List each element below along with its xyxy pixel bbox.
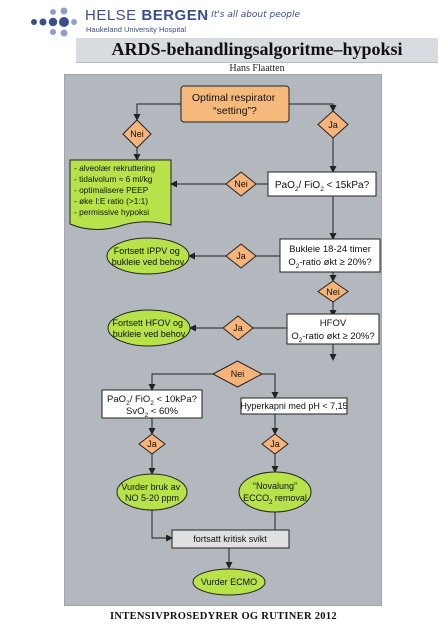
- footer: INTENSIVPROSEDYRER OG RUTINER 2012: [110, 611, 337, 622]
- title-bar: ARDS-behandlingsalgoritme–hypoksi: [76, 38, 438, 63]
- intervention-3: - optimalisere PEEP: [74, 185, 149, 195]
- nei-label: Nei: [130, 129, 144, 139]
- r4-text-b: removal: [272, 493, 307, 503]
- svg-text:PaO2/ FiO2 < 15kPa?: PaO2/ FiO2 < 15kPa?: [275, 180, 370, 193]
- svg-text:Bukleie 18-24 timer: Bukleie 18-24 timer: [289, 244, 371, 255]
- nei-label: Nei: [234, 179, 248, 189]
- q2-sub: 2: [296, 263, 300, 270]
- intervention-5: - permissive hypoksi: [74, 207, 149, 217]
- start-line-2: “setting”?: [213, 105, 257, 117]
- svg-text:PaO2/ FiO2 < 10kPa?: PaO2/ FiO2 < 10kPa?: [107, 394, 197, 407]
- nei-diamond: [225, 171, 257, 197]
- author: Hans Flaatten: [229, 63, 285, 74]
- brand-prefix: HELSE: [85, 7, 137, 24]
- decision-hyperkapni: [240, 397, 348, 415]
- brand-name: HELSE BERGEN: [85, 7, 209, 24]
- ja-diamond: [317, 110, 349, 139]
- q1-text-c: < 15kPa?: [324, 180, 370, 191]
- interventions-box: [69, 159, 172, 230]
- q4-line2-a: SvO: [126, 406, 144, 417]
- q1-sub2: 2: [320, 186, 324, 193]
- ja-label: Ja: [270, 439, 280, 449]
- r2-line-2: bukleie ved behov: [113, 329, 186, 339]
- brand-logo-dots: [31, 7, 77, 37]
- svg-text:SvO2 < 60%: SvO2 < 60%: [126, 406, 179, 419]
- brand-tagline: - It's all about people: [205, 10, 301, 20]
- intervention-4: - øke I:E ratio (>1:1): [74, 196, 148, 206]
- r3-line-2: NO 5-20 ppm: [125, 493, 179, 503]
- nei-label: Nei: [231, 369, 245, 379]
- q4-sub2: 2: [150, 400, 154, 407]
- svg-text:Fortsett HFOV og bukleie v: Fortsett HFOV og bukleie ved behov: [112, 318, 185, 339]
- result-ippv: [106, 237, 190, 275]
- nei-diamond: [211, 360, 264, 388]
- q2-line-1: Bukleie 18-24 timer: [289, 244, 371, 255]
- r2-line-1: Fortsett HFOV og: [112, 318, 183, 328]
- svg-text:O2-ratio økt ≥ 20%?: O2-ratio økt ≥ 20%?: [288, 257, 371, 270]
- intervention-1: - alveolær rekruttering: [74, 163, 156, 173]
- q3-sub: 2: [299, 337, 303, 344]
- decision-pao2-10: [101, 389, 203, 419]
- ja-diamond: [222, 315, 254, 341]
- critical-failure-box: [171, 529, 290, 549]
- q5-text: Hyperkapni med pH < 7,15: [240, 401, 347, 411]
- result-hfov: [107, 309, 191, 347]
- r4-text-a: ECCO: [243, 493, 269, 503]
- svg-text:HFOV: HFOV: [320, 318, 347, 329]
- q3-line-1: HFOV: [320, 318, 347, 329]
- start-box: [180, 85, 290, 123]
- fail-text: fortsatt kritisk svikt: [193, 534, 267, 544]
- ja-diamond: [138, 433, 166, 455]
- q4-sub: 2: [126, 400, 130, 407]
- svg-text:Optimal respirator “settin: Optimal respirator “setting”?: [192, 92, 278, 117]
- flowchart: Optimal respirator “setting”? Nei Ja - a…: [64, 74, 382, 606]
- q4-line2-sub: 2: [145, 412, 149, 419]
- svg-text:Fortsett IPPV og bukleie v: Fortsett IPPV og bukleie ved behov: [112, 246, 185, 267]
- q2-text-b: -ratio økt ≥ 20%?: [299, 257, 371, 268]
- page-title: ARDS-behandlingsalgoritme–hypoksi: [111, 39, 403, 59]
- start-line-1: Optimal respirator: [192, 92, 276, 104]
- decision-pao2-15: [267, 171, 377, 197]
- q3-text-b: -ratio økt ≥ 20%?: [302, 331, 374, 342]
- result-no: [116, 473, 188, 511]
- q4-text-b: / FiO: [130, 394, 151, 405]
- svg-text:O2-ratio økt ≥ 20%?: O2-ratio økt ≥ 20%?: [291, 331, 374, 344]
- q4-text-a: PaO: [107, 394, 126, 405]
- svg-text:“Novalung”: “Novalung”: [253, 481, 297, 491]
- brand-bold: BERGEN: [141, 7, 209, 24]
- decision-bukleie: [279, 238, 381, 273]
- result-ecmo: [192, 568, 266, 596]
- intervention-2: - tidalvolum ≈ 6 ml/kg: [74, 174, 153, 184]
- q4-text-c: < 10kPa?: [154, 394, 197, 405]
- r1-line-2: bukleie ved behov: [112, 257, 185, 267]
- svg-text:Vurder bruk av NO 5-20 ppm: Vurder bruk av NO 5-20 ppm: [121, 482, 182, 503]
- ja-label: Ja: [328, 120, 338, 130]
- ja-diamond: [225, 243, 257, 269]
- result-novalung: [238, 471, 312, 513]
- ja-label: Ja: [147, 439, 157, 449]
- svg-text:- alveolær rekruttering -: - alveolær rekruttering - tidalvolum ≈ 6…: [74, 163, 157, 217]
- r4-sub: 2: [269, 500, 273, 506]
- r3-line-1: Vurder bruk av: [121, 482, 180, 492]
- ja-diamond: [261, 433, 289, 455]
- ja-label: Ja: [236, 251, 246, 261]
- ja-label: Ja: [233, 323, 243, 333]
- q3-text-a: O: [291, 331, 298, 342]
- nei-diamond: [317, 280, 349, 303]
- q4-line2-b: < 60%: [148, 406, 178, 417]
- q1-sub: 2: [295, 186, 299, 193]
- decision-hfov: [286, 313, 380, 345]
- r1-line-1: Fortsett IPPV og: [114, 246, 180, 256]
- nei-label: Nei: [326, 287, 340, 297]
- ecmo-text: Vurder ECMO: [201, 577, 257, 587]
- q1-text-a: PaO: [275, 180, 295, 191]
- svg-text:ECCO2 removal: ECCO2 removal: [243, 493, 307, 506]
- nei-diamond: [122, 119, 152, 149]
- r4-line-1: “Novalung”: [253, 481, 297, 491]
- hospital-name: Haukeland University Hospital: [86, 25, 187, 34]
- q2-text-a: O: [288, 257, 295, 268]
- q1-text-b: / FiO: [299, 180, 321, 191]
